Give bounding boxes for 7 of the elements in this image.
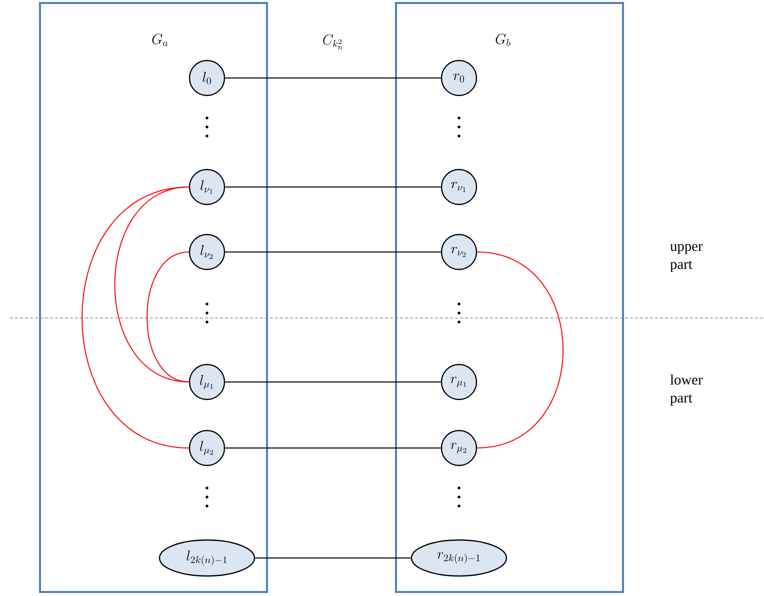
part-label: upper part <box>670 244 703 272</box>
edge-line <box>146 252 190 382</box>
edge-line <box>476 252 564 448</box>
edge-line <box>82 186 190 448</box>
edge-line <box>224 186 442 188</box>
part-label: lower part <box>670 374 703 406</box>
graph-label: $C_{k_n^2}$ <box>323 34 342 50</box>
